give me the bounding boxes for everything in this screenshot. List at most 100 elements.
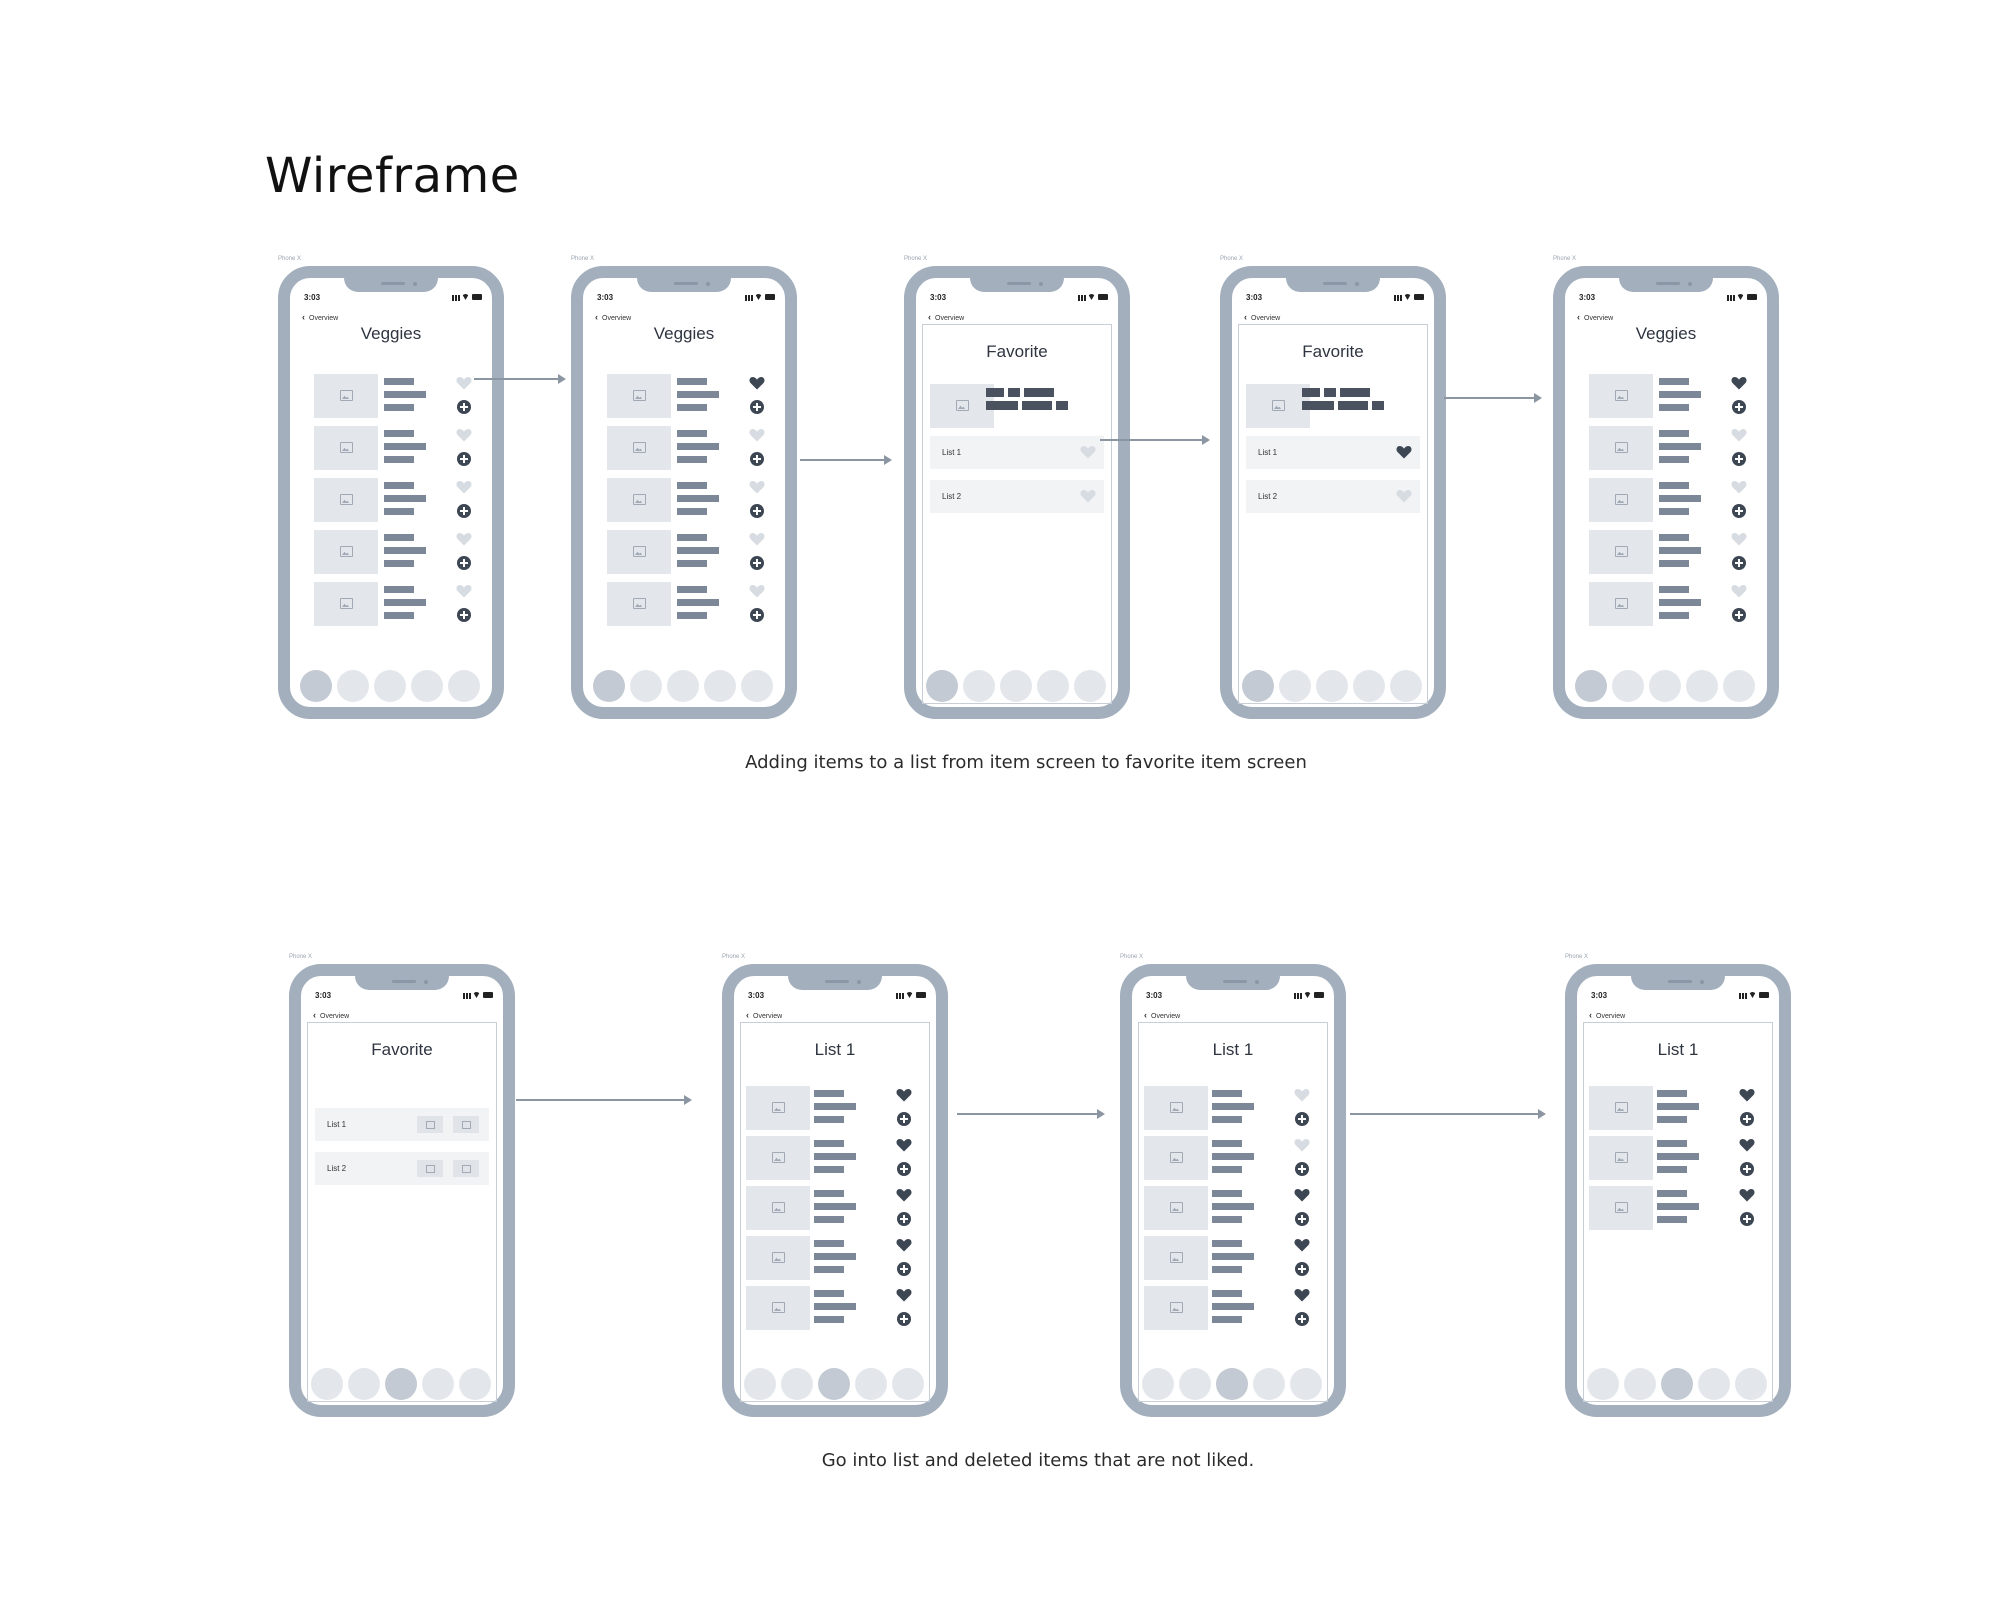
heart-icon[interactable] bbox=[749, 532, 765, 546]
nav-tab[interactable] bbox=[1735, 1368, 1767, 1400]
heart-icon[interactable] bbox=[456, 532, 472, 546]
add-icon[interactable] bbox=[897, 1212, 911, 1226]
nav-tab[interactable] bbox=[448, 670, 480, 702]
heart-icon[interactable] bbox=[1294, 1188, 1310, 1202]
nav-tab[interactable] bbox=[1037, 670, 1069, 702]
heart-icon[interactable] bbox=[749, 376, 765, 390]
add-icon[interactable] bbox=[457, 608, 471, 622]
heart-icon[interactable] bbox=[456, 428, 472, 442]
nav-tab[interactable] bbox=[1661, 1368, 1693, 1400]
add-icon[interactable] bbox=[897, 1162, 911, 1176]
add-icon[interactable] bbox=[457, 504, 471, 518]
heart-icon[interactable] bbox=[1294, 1088, 1310, 1102]
nav-tab[interactable] bbox=[1253, 1368, 1285, 1400]
add-icon[interactable] bbox=[1740, 1162, 1754, 1176]
add-icon[interactable] bbox=[750, 504, 764, 518]
nav-tab[interactable] bbox=[781, 1368, 813, 1400]
add-icon[interactable] bbox=[1740, 1212, 1754, 1226]
heart-icon[interactable] bbox=[1731, 532, 1747, 546]
nav-tab[interactable] bbox=[385, 1368, 417, 1400]
heart-icon[interactable] bbox=[1731, 376, 1747, 390]
back-button[interactable]: ‹Overview bbox=[1577, 312, 1613, 322]
add-icon[interactable] bbox=[1295, 1262, 1309, 1276]
nav-tab[interactable] bbox=[422, 1368, 454, 1400]
nav-tab[interactable] bbox=[1242, 670, 1274, 702]
nav-tab[interactable] bbox=[1353, 670, 1385, 702]
heart-icon[interactable] bbox=[1731, 480, 1747, 494]
nav-tab[interactable] bbox=[1649, 670, 1681, 702]
nav-tab[interactable] bbox=[630, 670, 662, 702]
nav-tab[interactable] bbox=[1142, 1368, 1174, 1400]
nav-tab[interactable] bbox=[1074, 670, 1106, 702]
nav-tab[interactable] bbox=[1587, 1368, 1619, 1400]
heart-icon[interactable] bbox=[896, 1288, 912, 1302]
list-item[interactable]: List 1 bbox=[930, 436, 1104, 469]
heart-icon[interactable] bbox=[1396, 445, 1412, 459]
add-icon[interactable] bbox=[897, 1312, 911, 1326]
heart-icon[interactable] bbox=[1080, 489, 1096, 503]
nav-tab[interactable] bbox=[411, 670, 443, 702]
list-item[interactable]: List 2 bbox=[930, 480, 1104, 513]
nav-tab[interactable] bbox=[459, 1368, 491, 1400]
add-icon[interactable] bbox=[897, 1112, 911, 1126]
add-icon[interactable] bbox=[1732, 556, 1746, 570]
heart-icon[interactable] bbox=[749, 428, 765, 442]
add-icon[interactable] bbox=[1295, 1312, 1309, 1326]
nav-tab[interactable] bbox=[704, 670, 736, 702]
nav-tab[interactable] bbox=[374, 670, 406, 702]
back-button[interactable]: ‹Overview bbox=[928, 312, 964, 322]
list-item[interactable]: List 2 bbox=[315, 1152, 489, 1185]
list-item[interactable]: List 2 bbox=[1246, 480, 1420, 513]
nav-tab[interactable] bbox=[855, 1368, 887, 1400]
nav-tab[interactable] bbox=[744, 1368, 776, 1400]
nav-tab[interactable] bbox=[1698, 1368, 1730, 1400]
add-icon[interactable] bbox=[457, 556, 471, 570]
nav-tab[interactable] bbox=[1000, 670, 1032, 702]
nav-tab[interactable] bbox=[1686, 670, 1718, 702]
nav-tab[interactable] bbox=[337, 670, 369, 702]
list-item[interactable]: List 1 bbox=[315, 1108, 489, 1141]
nav-tab[interactable] bbox=[300, 670, 332, 702]
add-icon[interactable] bbox=[1295, 1212, 1309, 1226]
nav-tab[interactable] bbox=[892, 1368, 924, 1400]
nav-tab[interactable] bbox=[818, 1368, 850, 1400]
back-button[interactable]: ‹Overview bbox=[1144, 1010, 1180, 1020]
nav-tab[interactable] bbox=[1179, 1368, 1211, 1400]
heart-icon[interactable] bbox=[896, 1138, 912, 1152]
heart-icon[interactable] bbox=[1731, 584, 1747, 598]
nav-tab[interactable] bbox=[667, 670, 699, 702]
nav-tab[interactable] bbox=[311, 1368, 343, 1400]
heart-icon[interactable] bbox=[1739, 1088, 1755, 1102]
nav-tab[interactable] bbox=[1575, 670, 1607, 702]
heart-icon[interactable] bbox=[1739, 1138, 1755, 1152]
nav-tab[interactable] bbox=[1612, 670, 1644, 702]
heart-icon[interactable] bbox=[1294, 1138, 1310, 1152]
back-button[interactable]: ‹Overview bbox=[302, 312, 338, 322]
heart-icon[interactable] bbox=[896, 1088, 912, 1102]
nav-tab[interactable] bbox=[963, 670, 995, 702]
nav-tab[interactable] bbox=[1290, 1368, 1322, 1400]
heart-icon[interactable] bbox=[1731, 428, 1747, 442]
nav-tab[interactable] bbox=[1216, 1368, 1248, 1400]
nav-tab[interactable] bbox=[593, 670, 625, 702]
back-button[interactable]: ‹Overview bbox=[313, 1010, 349, 1020]
add-icon[interactable] bbox=[750, 608, 764, 622]
add-icon[interactable] bbox=[1740, 1112, 1754, 1126]
add-icon[interactable] bbox=[750, 556, 764, 570]
nav-tab[interactable] bbox=[1723, 670, 1755, 702]
add-icon[interactable] bbox=[1732, 608, 1746, 622]
nav-tab[interactable] bbox=[926, 670, 958, 702]
heart-icon[interactable] bbox=[1080, 445, 1096, 459]
heart-icon[interactable] bbox=[896, 1238, 912, 1252]
heart-icon[interactable] bbox=[1294, 1238, 1310, 1252]
back-button[interactable]: ‹Overview bbox=[595, 312, 631, 322]
add-icon[interactable] bbox=[750, 400, 764, 414]
list-item[interactable]: List 1 bbox=[1246, 436, 1420, 469]
heart-icon[interactable] bbox=[456, 376, 472, 390]
nav-tab[interactable] bbox=[1390, 670, 1422, 702]
add-icon[interactable] bbox=[1295, 1162, 1309, 1176]
heart-icon[interactable] bbox=[896, 1188, 912, 1202]
back-button[interactable]: ‹Overview bbox=[1244, 312, 1280, 322]
add-icon[interactable] bbox=[1732, 452, 1746, 466]
add-icon[interactable] bbox=[1295, 1112, 1309, 1126]
